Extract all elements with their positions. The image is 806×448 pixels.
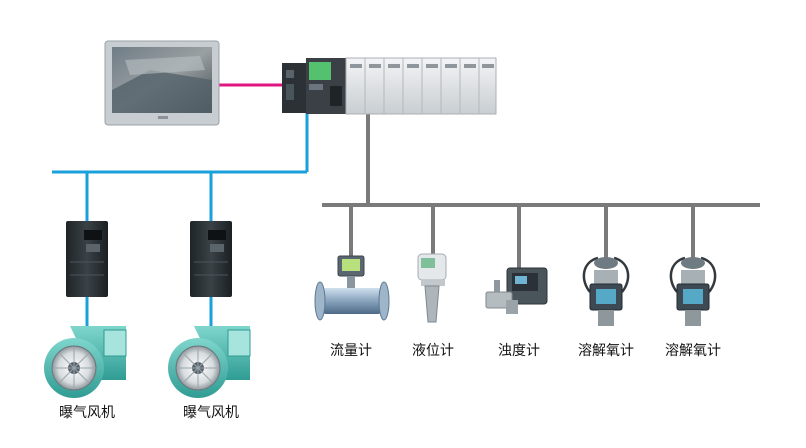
blower-label-1: 曝气风机	[59, 405, 115, 421]
do-meter-label-2: 溶解氧计	[665, 343, 721, 359]
blower-label-2: 曝气风机	[183, 405, 239, 421]
flow-meter-icon	[314, 255, 390, 321]
turbidity-meter-label: 浊度计	[498, 343, 540, 359]
do-meter-icon	[582, 256, 630, 326]
do-meter-icon	[669, 256, 717, 326]
vfd-drive-icon	[66, 221, 108, 297]
blower-icon	[44, 326, 127, 398]
level-meter-label: 液位计	[412, 343, 454, 359]
flow-meter-label: 流量计	[330, 343, 372, 359]
vfd-drive-icon	[190, 221, 232, 297]
turbidity-meter-icon	[485, 267, 548, 314]
do-meter-label-1: 溶解氧计	[578, 343, 634, 359]
touch-panel-icon	[104, 40, 220, 126]
level-meter-icon	[417, 253, 447, 323]
blower-icon	[168, 326, 251, 398]
plc-rack-icon	[282, 57, 497, 115]
instrument-bus	[322, 112, 760, 268]
fieldbus-lines	[52, 112, 309, 326]
